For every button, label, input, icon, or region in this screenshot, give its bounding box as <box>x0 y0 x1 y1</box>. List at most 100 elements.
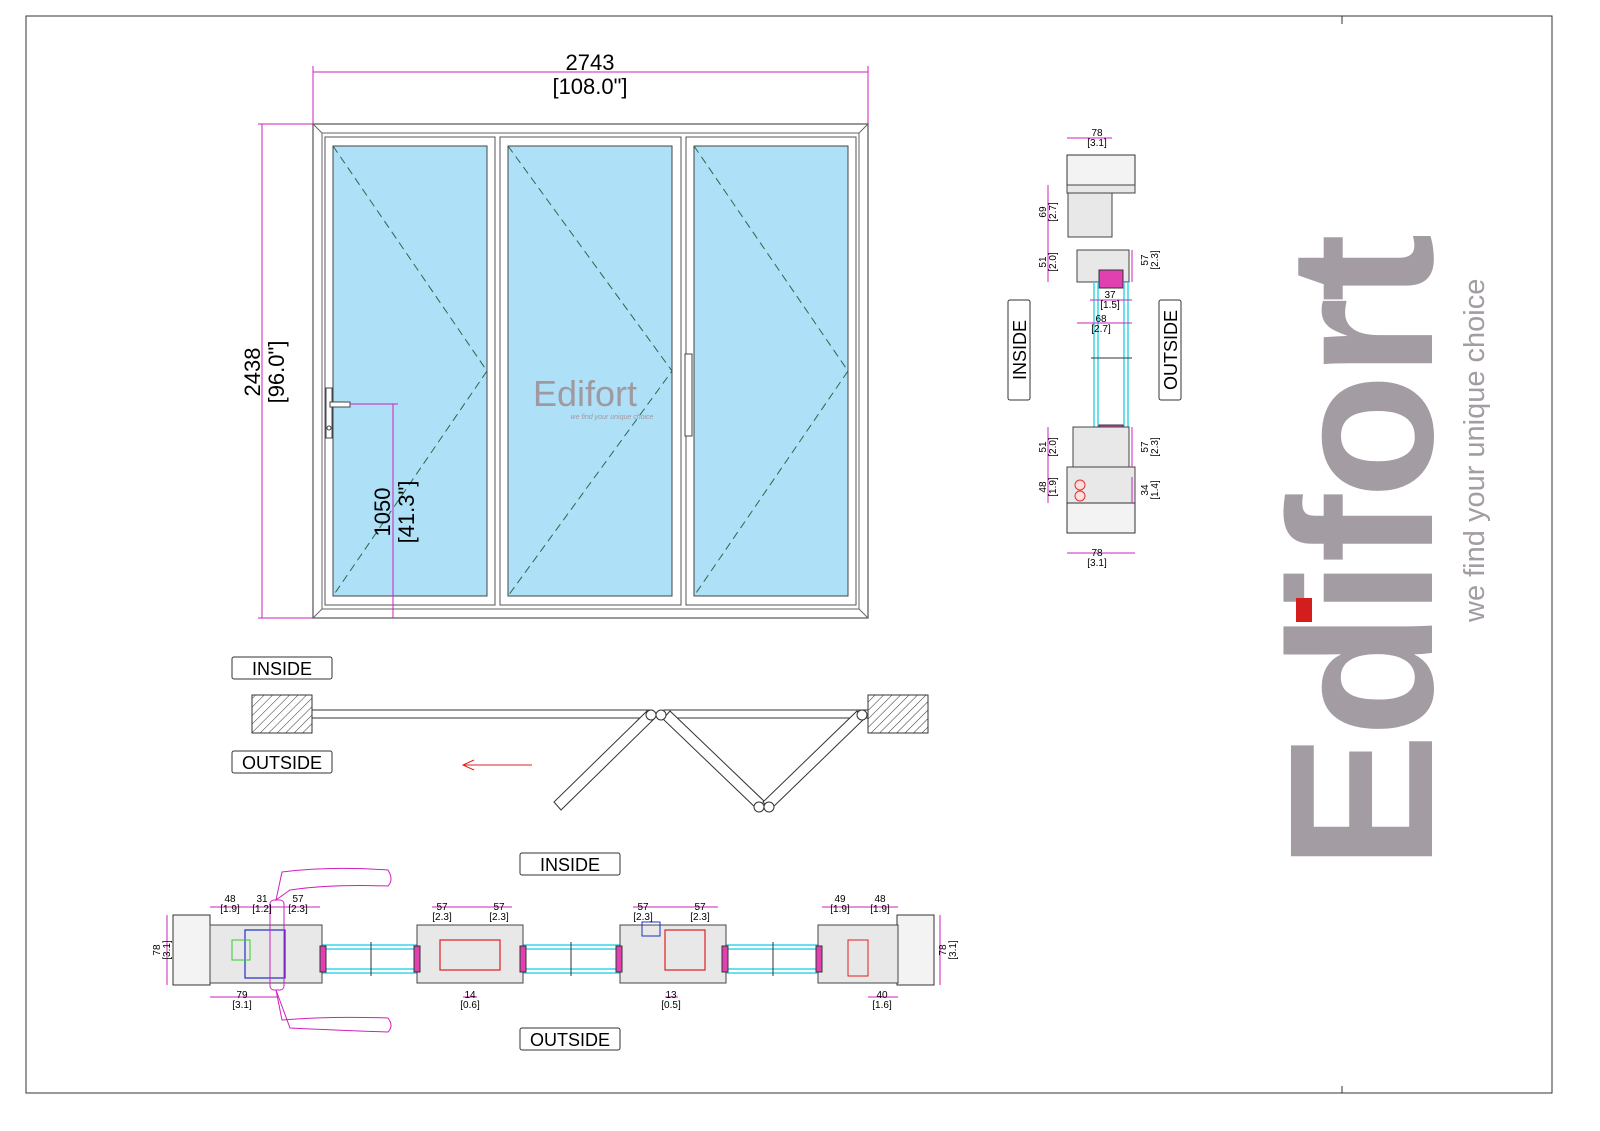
svg-text:[2.3]: [2.3] <box>288 904 308 915</box>
handle-mm-label: 1050 <box>370 488 395 537</box>
sliding-direction-arrow-icon <box>461 759 532 771</box>
svg-text:78: 78 <box>938 944 949 956</box>
svg-text:51: 51 <box>1038 441 1049 453</box>
glass-panel-1 <box>332 145 488 597</box>
svg-text:[2.7]: [2.7] <box>1048 202 1059 222</box>
frame-track <box>311 709 653 719</box>
wall-right <box>867 694 929 734</box>
svg-text:[1.6]: [1.6] <box>872 1000 892 1011</box>
vsec-outside-label: OUTSIDE <box>1161 310 1181 390</box>
sill-wall <box>1066 502 1136 534</box>
svg-text:79: 79 <box>236 990 248 1001</box>
svg-text:48: 48 <box>1038 481 1049 493</box>
svg-text:[2.3]: [2.3] <box>1150 250 1161 270</box>
svg-text:48: 48 <box>874 894 886 905</box>
svg-text:57: 57 <box>1140 254 1151 266</box>
jamb-wall-right <box>896 914 935 986</box>
svg-text:[2.7]: [2.7] <box>1091 324 1111 335</box>
handle-in-label: [41.3"] <box>394 481 419 544</box>
head-track-profile <box>1067 192 1113 238</box>
svg-text:69: 69 <box>1038 206 1049 218</box>
brand-name: Edifort <box>1247 236 1476 870</box>
hsec-inside-box <box>519 852 621 876</box>
svg-text:[1.9]: [1.9] <box>870 904 890 915</box>
svg-text:[2.3]: [2.3] <box>633 912 653 923</box>
svg-text:31: 31 <box>256 894 268 905</box>
plan-outside-box <box>231 750 333 774</box>
vsec-inside-box <box>1007 299 1031 401</box>
svg-text:37: 37 <box>1104 290 1116 301</box>
svg-text:[0.6]: [0.6] <box>460 1000 480 1011</box>
glazing-gasket <box>1098 269 1124 289</box>
svg-text:57: 57 <box>637 902 649 913</box>
wall-left <box>251 694 313 734</box>
handle-height-dimension: 1050 [41.3"] <box>350 403 419 618</box>
width-dimension: 2743 [108.0"] <box>312 50 869 124</box>
svg-text:57: 57 <box>493 902 505 913</box>
svg-text:57: 57 <box>436 902 448 913</box>
jamb-wall-left <box>172 914 211 986</box>
svg-text:[2.3]: [2.3] <box>1150 437 1161 457</box>
glass-panel-3 <box>693 145 849 597</box>
hsec-outside-box <box>519 1027 621 1051</box>
horizontal-section: INSIDE OUTSIDE <box>152 852 959 1051</box>
plan-inside-label: INSIDE <box>252 659 312 679</box>
svg-text:57: 57 <box>1140 441 1151 453</box>
hsec-glass <box>320 944 822 974</box>
vsec-outside-box <box>1158 299 1182 401</box>
svg-text:78: 78 <box>152 944 163 956</box>
svg-text:57: 57 <box>694 902 706 913</box>
hinge-profile-1 <box>416 924 524 984</box>
hsec-gaskets <box>319 945 823 973</box>
svg-text:40: 40 <box>876 990 888 1001</box>
vsec-inside-label: INSIDE <box>1010 320 1030 380</box>
svg-text:13: 13 <box>665 990 677 1001</box>
folding-panels <box>553 709 868 813</box>
watermark-logo: Edifort <box>533 373 637 414</box>
hinge-profile-2 <box>619 924 727 984</box>
pull-handle <box>684 353 693 437</box>
svg-text:[1.9]: [1.9] <box>220 904 240 915</box>
watermark-tagline: we find your unique choice <box>571 414 654 421</box>
svg-text:[3.1]: [3.1] <box>1087 558 1107 569</box>
svg-text:51: 51 <box>1038 256 1049 268</box>
height-dimension: 2438 [96.0"] <box>240 123 313 619</box>
jamb-profile-left <box>209 924 323 984</box>
svg-text:78: 78 <box>1091 548 1103 559</box>
svg-text:[3.1]: [3.1] <box>1087 138 1107 149</box>
glass-panel-2 <box>507 145 673 597</box>
hsec-dimension-labels: 48[1.9] 31[1.2] 57[2.3] 57[2.3] 57[2.3] … <box>152 894 959 1011</box>
brand-accent-square <box>1296 598 1312 622</box>
svg-text:[3.1]: [3.1] <box>948 940 959 960</box>
elevation-view: 2743 [108.0"] 2438 [96.0"] <box>240 50 869 619</box>
svg-text:[1.9]: [1.9] <box>830 904 850 915</box>
svg-text:[1.4]: [1.4] <box>1150 480 1161 500</box>
svg-text:48: 48 <box>224 894 236 905</box>
svg-text:[0.5]: [0.5] <box>661 1000 681 1011</box>
svg-text:34: 34 <box>1140 484 1151 496</box>
jamb-profile-right <box>817 924 899 984</box>
plan-outside-label: OUTSIDE <box>242 753 322 773</box>
height-mm-label: 2438 <box>240 348 265 397</box>
svg-text:[1.9]: [1.9] <box>1048 477 1059 497</box>
vsec-dimension-labels: 78[3.1] 69[2.7] 51[2.0] 57[2.3] 37[1.5] … <box>1038 128 1161 569</box>
brand-tagline: we find your unique choice <box>1459 279 1491 623</box>
sheet-border <box>25 15 1553 1094</box>
svg-text:14: 14 <box>464 990 476 1001</box>
svg-text:[2.3]: [2.3] <box>432 912 452 923</box>
plan-inside-box <box>231 656 333 680</box>
svg-text:[2.0]: [2.0] <box>1048 252 1059 272</box>
opening-indicators <box>332 145 849 597</box>
height-in-label: [96.0"] <box>264 341 289 404</box>
svg-text:57: 57 <box>292 894 304 905</box>
svg-text:[3.1]: [3.1] <box>232 1000 252 1011</box>
brand-logo: Edifort we find your unique choice <box>1247 236 1491 870</box>
svg-text:[2.3]: [2.3] <box>489 912 509 923</box>
width-in-label: [108.0"] <box>552 74 627 99</box>
hsec-outside-label: OUTSIDE <box>530 1030 610 1050</box>
svg-text:49: 49 <box>834 894 846 905</box>
width-mm-label: 2743 <box>566 50 615 75</box>
hsec-inside-label: INSIDE <box>540 855 600 875</box>
head-wall <box>1066 154 1136 186</box>
